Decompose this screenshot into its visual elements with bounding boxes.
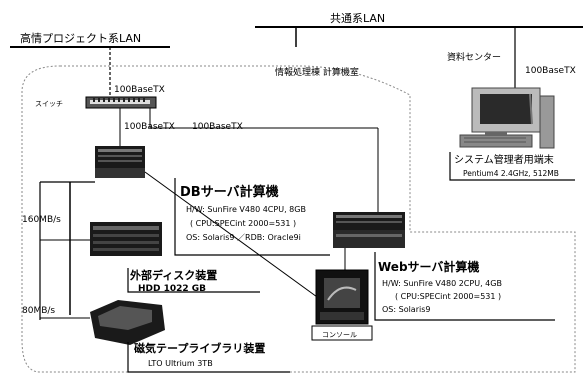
kyotsu-lan-label: 共通系LAN <box>330 12 385 25</box>
resource-center-label: 資料センター <box>447 51 501 63</box>
uplink-speed-label: 100BaseTX <box>114 85 165 95</box>
switch-label: スイッチ <box>35 100 63 108</box>
web-server-hw: H/W: SunFire V480 2CPU, 4GB <box>382 279 502 288</box>
admin-terminal-device <box>459 87 555 149</box>
terminal-spec: Pentium4 2.4GHz, 512MB <box>463 169 559 178</box>
db-link-speed-label: 100BaseTX <box>124 122 175 132</box>
terminal-title: システム管理者用端末 <box>454 153 554 166</box>
console-label-box <box>311 325 373 341</box>
db-server-hw: H/W: SunFire V480 4CPU, 8GB <box>186 205 306 214</box>
room-label: 情報処理棟 計算機室 <box>275 66 359 78</box>
console-device <box>315 269 369 325</box>
db-to-console-link <box>144 171 336 311</box>
tape-speed-label: 80MB/s <box>22 306 55 316</box>
db-server-os: OS: Solaris9 ／RDB: Oracle9i <box>186 233 301 242</box>
tape-title: 磁気テープライブラリ装置 <box>134 341 265 355</box>
db-server-cpu: ( CPU:SPECint 2000=531 ) <box>190 219 296 228</box>
terminal-label-box <box>449 152 575 181</box>
web-server-cpu: ( CPU:SPECint 2000=531 ) <box>395 292 501 301</box>
disk-device <box>90 222 162 256</box>
tape-spec: LTO Ultrium 3TB <box>148 359 213 368</box>
tape-label-box <box>127 342 290 373</box>
disk-spec: HDD 1022 GB <box>138 284 206 294</box>
db-server-title: DBサーバ計算機 <box>180 184 279 200</box>
terminal-link-speed-label: 100BaseTX <box>525 66 576 76</box>
computer-room-boundary <box>21 65 576 373</box>
disk-title: 外部ディスク装置 <box>129 268 217 282</box>
db-server-device <box>95 146 145 178</box>
web-link-speed-label: 100BaseTX <box>192 122 243 132</box>
web-server-device <box>333 212 405 248</box>
console-label: コンソール <box>322 331 357 339</box>
disk-label-box <box>127 268 260 293</box>
switch-device <box>85 96 157 109</box>
tape-device <box>90 300 165 345</box>
web-server-label-box <box>374 252 555 321</box>
web-server-os: OS: Solaris9 <box>382 305 430 314</box>
koujou-lan-label: 高情プロジェクト系LAN <box>20 31 141 45</box>
disk-speed-label: 160MB/s <box>22 215 61 225</box>
web-server-title: Webサーバ計算機 <box>378 259 479 274</box>
db-server-label-box <box>174 178 330 256</box>
